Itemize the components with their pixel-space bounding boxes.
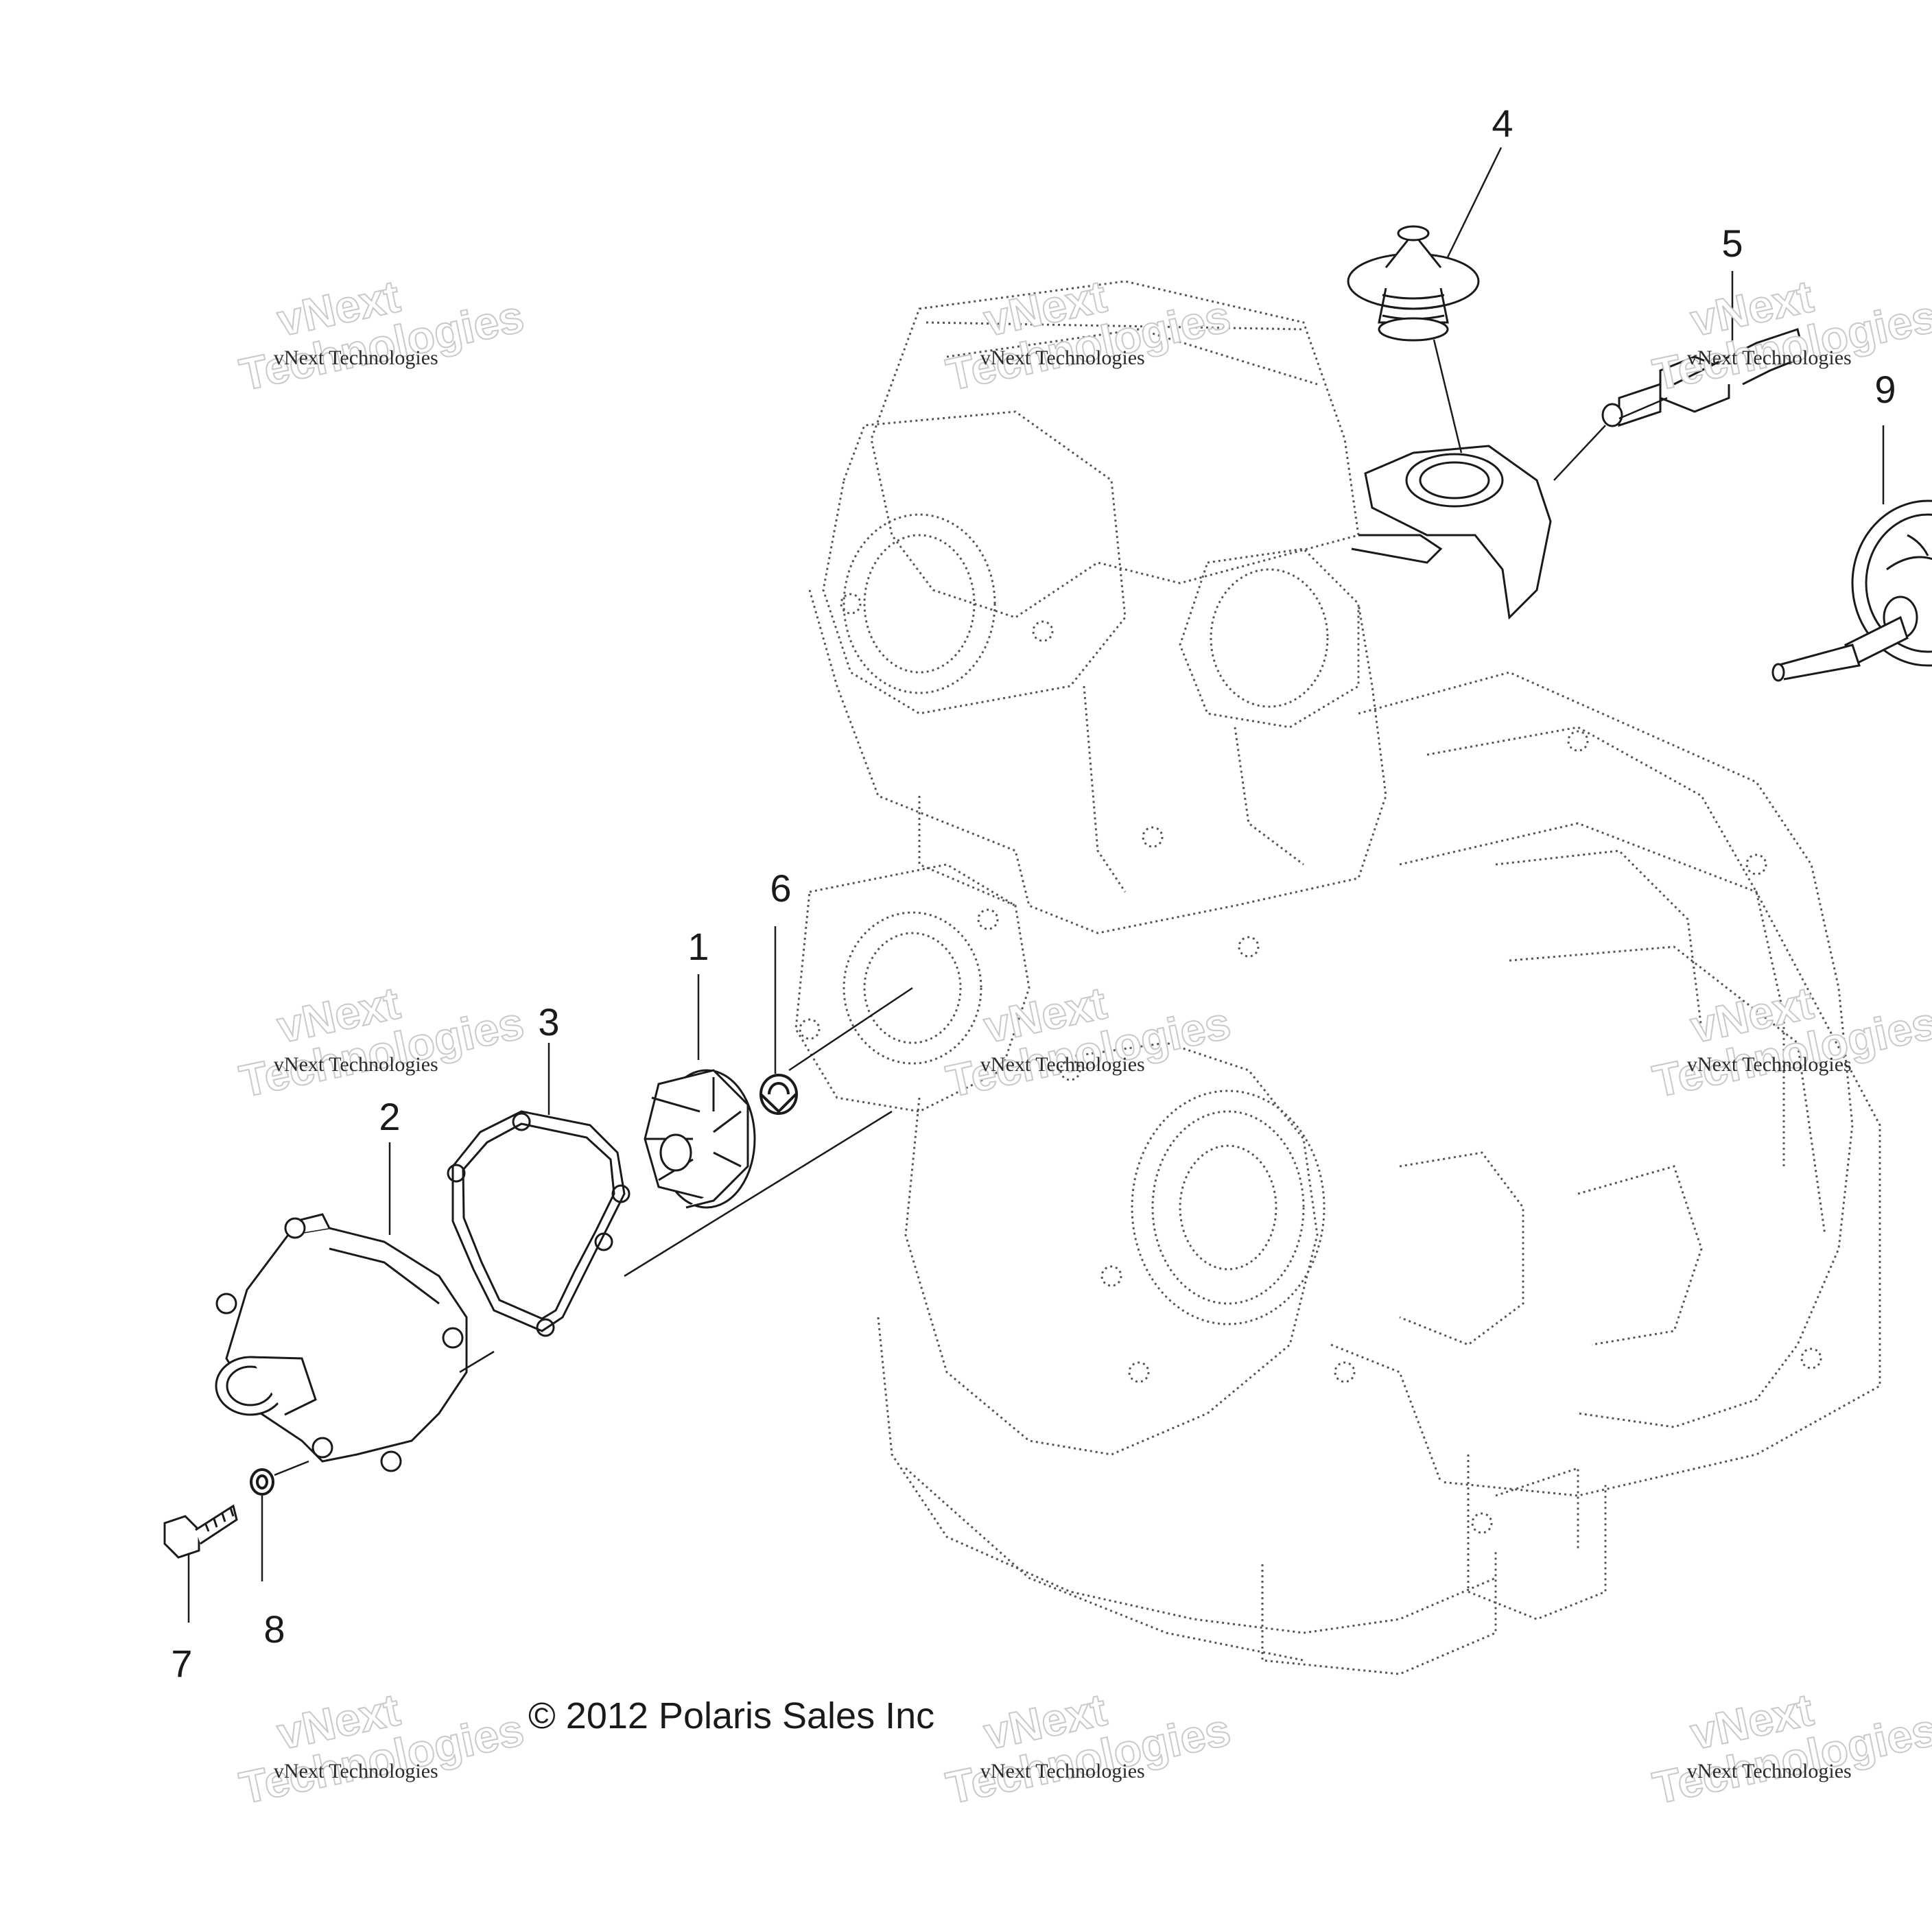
callout-1: 1: [687, 925, 709, 968]
impeller-part: [644, 1069, 756, 1209]
callout-4: 4: [1492, 102, 1513, 145]
callout-5: 5: [1721, 222, 1743, 265]
callout-7: 7: [171, 1642, 193, 1685]
pump-shaft-part: [1771, 499, 1932, 682]
copyright-notice: © 2012 Polaris Sales Inc: [528, 1695, 935, 1736]
engine-block: [794, 280, 1881, 1675]
seal-part: [759, 1074, 798, 1115]
leader-lines: [187, 147, 1885, 1623]
bolt-part: [163, 1504, 238, 1559]
gasket-part: [447, 1110, 631, 1337]
washer-part: [250, 1468, 274, 1496]
callout-2: 2: [379, 1095, 401, 1138]
thermostat-housing: [1351, 445, 1552, 620]
thermostat-part: [1347, 225, 1480, 342]
water-pump-housing-part: [215, 1213, 468, 1472]
callout-8: 8: [263, 1607, 285, 1651]
temperature-sensor-part: [1601, 328, 1806, 427]
callout-6: 6: [770, 867, 792, 910]
callout-9: 9: [1874, 368, 1896, 411]
callout-3: 3: [538, 1000, 560, 1044]
